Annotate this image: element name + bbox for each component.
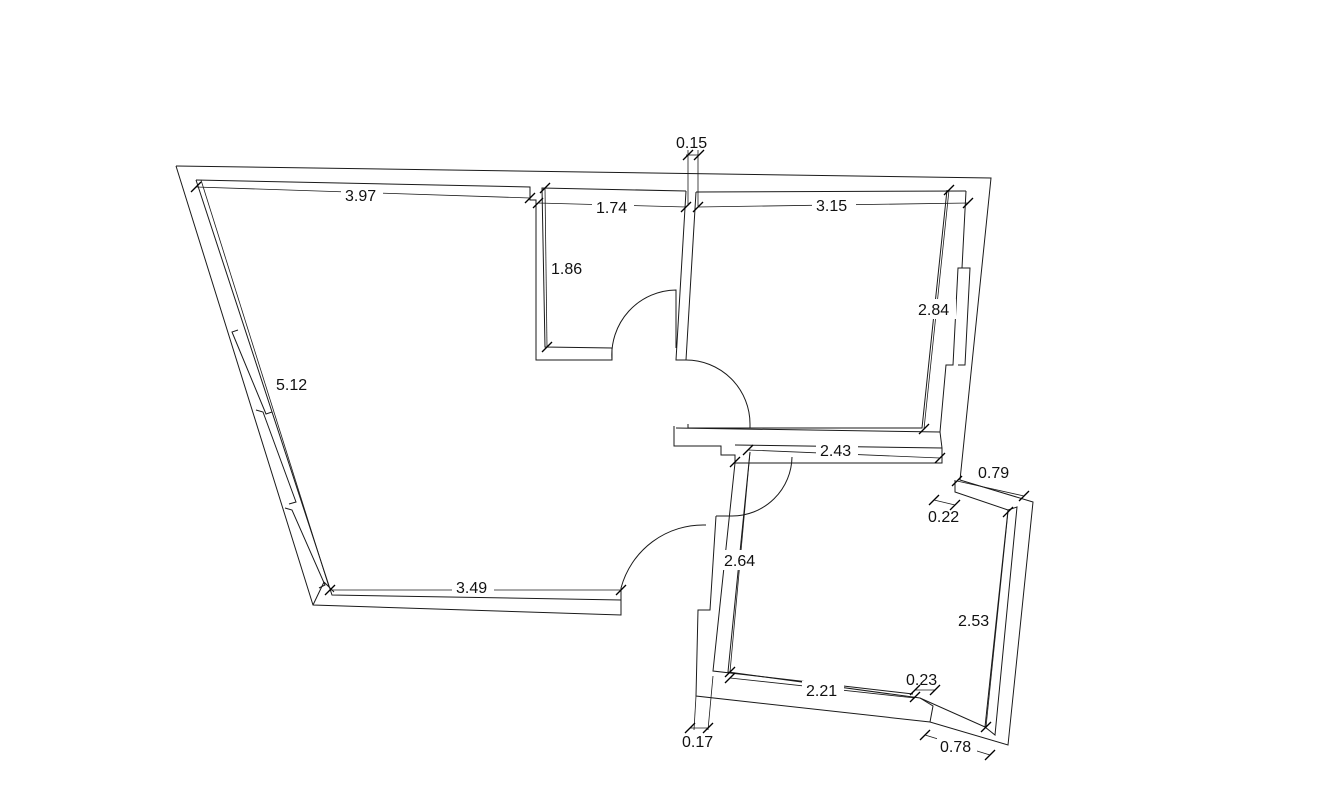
closet-door-swing bbox=[611, 289, 677, 361]
dimension-lines bbox=[190, 149, 1030, 761]
left-window-3 bbox=[284, 507, 326, 589]
dim-label-left-wall: 5.12 bbox=[276, 377, 307, 394]
bath-wall-inner-2 bbox=[712, 462, 914, 695]
dim-label-right-room-height: 2.84 bbox=[918, 302, 949, 319]
bath-door-swing bbox=[716, 456, 793, 517]
partition-wall-left bbox=[675, 190, 697, 361]
dim-label-wall-thickness-top: 0.15 bbox=[676, 135, 707, 152]
dim-label-top-left-wall: 3.97 bbox=[345, 188, 376, 205]
left-room-inner-west bbox=[195, 179, 622, 601]
left-window-1 bbox=[231, 329, 273, 415]
corridor-wall bbox=[673, 426, 943, 464]
dim-label-top-right-wall: 3.15 bbox=[816, 198, 847, 215]
dim-label-closet-depth: 1.86 bbox=[551, 261, 582, 278]
partition-wall-top-right bbox=[695, 190, 967, 193]
bath-wall-right-inner bbox=[984, 506, 1018, 736]
bath-wall-bottom bbox=[919, 697, 934, 723]
outer-wall-left bbox=[175, 165, 622, 616]
dim-label-bath-right-wall: 2.53 bbox=[958, 613, 989, 630]
walls bbox=[175, 165, 1034, 746]
bath-wall-inner bbox=[727, 451, 1009, 728]
dim-label-bath-bottom-offset: 0.23 bbox=[906, 672, 937, 689]
left-room-inner-wall bbox=[195, 179, 687, 361]
dim-label-bath-bottom-wall: 2.21 bbox=[806, 683, 837, 700]
left-room-door-swing bbox=[620, 524, 707, 589]
dim-label-bottom-left-wall: 3.49 bbox=[456, 580, 487, 597]
dim-label-top-middle-wall: 1.74 bbox=[596, 200, 627, 217]
dim-label-corridor-wall: 2.43 bbox=[820, 443, 851, 460]
dim-label-bath-wall-thickness: 0.17 bbox=[682, 734, 713, 751]
outer-wall bbox=[175, 165, 1034, 746]
left-window-2 bbox=[255, 409, 297, 505]
dim-label-bath-offset: 0.22 bbox=[928, 509, 959, 526]
dim-label-bath-bottom-right: 0.78 bbox=[940, 739, 971, 756]
dim-label-bath-top-short: 0.79 bbox=[978, 465, 1009, 482]
right-room-door-swing bbox=[685, 359, 751, 428]
dimension-labels: 3.97 1.74 0.15 3.15 1.86 2.84 5.12 2.43 … bbox=[276, 135, 1009, 756]
right-room-wall bbox=[687, 189, 948, 429]
dim-label-bath-left-wall: 2.64 bbox=[724, 553, 755, 570]
right-window-recess bbox=[958, 267, 971, 366]
doors bbox=[611, 289, 793, 589]
